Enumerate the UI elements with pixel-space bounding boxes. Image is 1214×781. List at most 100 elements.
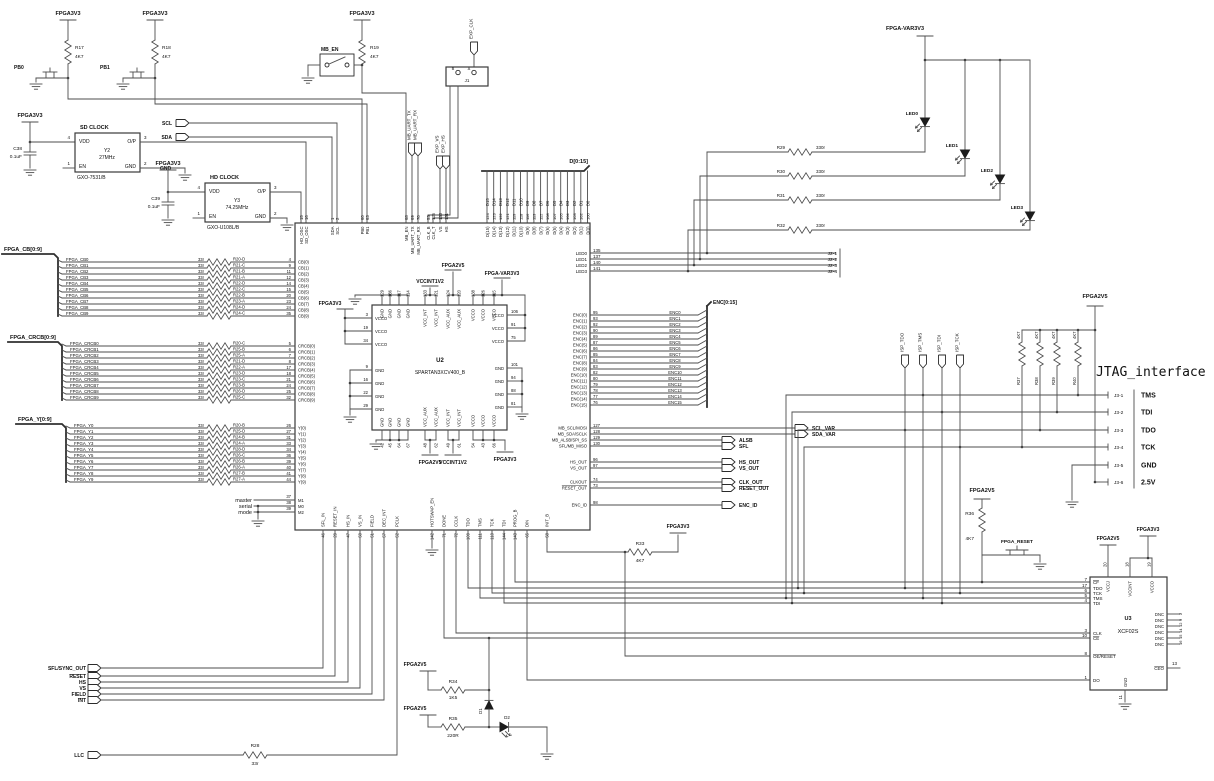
connector-pin-label: J3-5 [1114,463,1124,469]
pin-number: 24 [286,305,291,310]
led-arrow [916,126,923,133]
power-net-label: FPGA3V3 [494,457,517,463]
flag-symbol [721,442,736,450]
pin-name: CB(1) [298,266,310,271]
pin-number: 43 [481,442,486,447]
resistor-symbol [242,750,268,760]
flag-symbol [938,354,946,369]
pin-number: 21 [286,377,291,382]
wire [61,355,67,359]
resistor-value: 33r [198,359,205,364]
pin-name: CB(8) [298,308,310,313]
net-label: ENC12 [668,382,682,387]
capacitor-value: 0.1uF [148,204,160,210]
wire [697,315,708,322]
wire [361,92,407,224]
pin-number: 91 [511,322,516,327]
pin-number: 25 [286,389,291,394]
flag-label: HS_OUT [739,460,759,466]
net-label: FPGA_CRCB7 [70,383,99,388]
pin-number: 97 [593,463,598,468]
pin-name: ENC(2) [573,325,588,330]
pin-name: CF [1093,580,1099,585]
led-symbol [499,721,510,733]
resistor-value: 33r [198,477,205,482]
pin-name: Y(7) [298,468,307,473]
pin-number: 113 [532,213,537,220]
wire [65,473,71,477]
pin-name: GND [397,418,402,427]
pin-name: Y(2) [298,438,307,443]
pin-number: 103 [572,213,577,220]
resistor-symbol [63,39,73,65]
resistor-symbol [1052,341,1062,367]
resistor-symbol [206,281,232,291]
pin-name: GND [406,418,411,427]
resistor-symbol [1017,341,1027,367]
resistor-ref: R33 [636,541,645,547]
pin-name: INIT_B [545,514,550,527]
led-symbol [959,149,971,160]
wire [61,379,67,383]
bus-label: FPGA_CRCB[0:9] [10,335,56,341]
junction-dot [802,591,806,595]
pin-name: D(1) [579,226,584,235]
net-label: FPGA_CRCB2 [70,353,99,358]
resistor-ref: R31 [777,193,786,198]
pin-number: 74 [593,477,598,482]
flag-label: SDA [161,135,172,141]
resistor-ref: R25-C [233,395,245,400]
pin-name: Y(1) [298,432,307,437]
flag-label: HS [79,680,87,686]
pin-number: 4 [197,185,200,190]
resistor-value: 33r [198,429,205,434]
pin-name: MB_UART_RX [416,226,421,254]
flag-symbol [721,484,736,492]
resistor-symbol [206,305,232,315]
net-label: ENC1 [669,316,681,321]
pin-name: CRCB(6) [298,380,316,385]
resistor-symbol [787,171,813,181]
resistor-ref: R36 [965,511,974,517]
wire [65,461,71,465]
oscillator-title: SD CLOCK [80,125,109,131]
wire [491,529,1091,594]
pin-number: 44 [286,477,291,482]
resistor-ref: R21-C [233,263,245,268]
flag-symbol [794,430,809,438]
mode-label: serial [239,504,252,510]
net-label: FPGA_CB9 [66,311,89,316]
net-label: D3 [565,200,570,206]
resistor-ref: R26-C [233,453,245,458]
wire [65,467,71,471]
pin-number: 124 [485,213,490,220]
pin-name: CB(0) [298,260,310,265]
pin-number: 115 [492,290,497,297]
resistor-value: 33r [198,377,205,382]
pin-number: 37 [286,494,291,499]
flag-label: FIELD [72,692,87,698]
wire [455,529,1091,634]
junction-dot [903,586,907,590]
power-net-label: FPGA3V3 [55,11,80,17]
pin-number: 19 [363,325,368,330]
pin-name: VCCINT [1128,581,1133,597]
wire [57,277,63,281]
pin-number: 53 [426,215,431,220]
pin-name: D(11) [512,226,517,237]
resistor-value: 33r [198,435,205,440]
resistor-symbol [206,365,232,375]
pin-number: 126 [481,289,486,297]
pin-name: D(6) [545,226,550,235]
net-label: ENC15 [668,400,682,405]
resistor-ref: R28-D [233,447,245,452]
pin-name: PROG_B [513,509,518,527]
flag-label: SCL_VAR [812,426,835,432]
net-label: FPGA_CB3 [66,275,89,280]
pin-number: 15 [286,287,291,292]
resistor-symbol [627,547,653,557]
pin-name: VCC_INT [434,309,439,327]
pin-number: 130 [593,441,601,446]
pin-number: 33 [286,441,291,446]
pin-name: MB_SCL/MOSI [558,426,587,431]
